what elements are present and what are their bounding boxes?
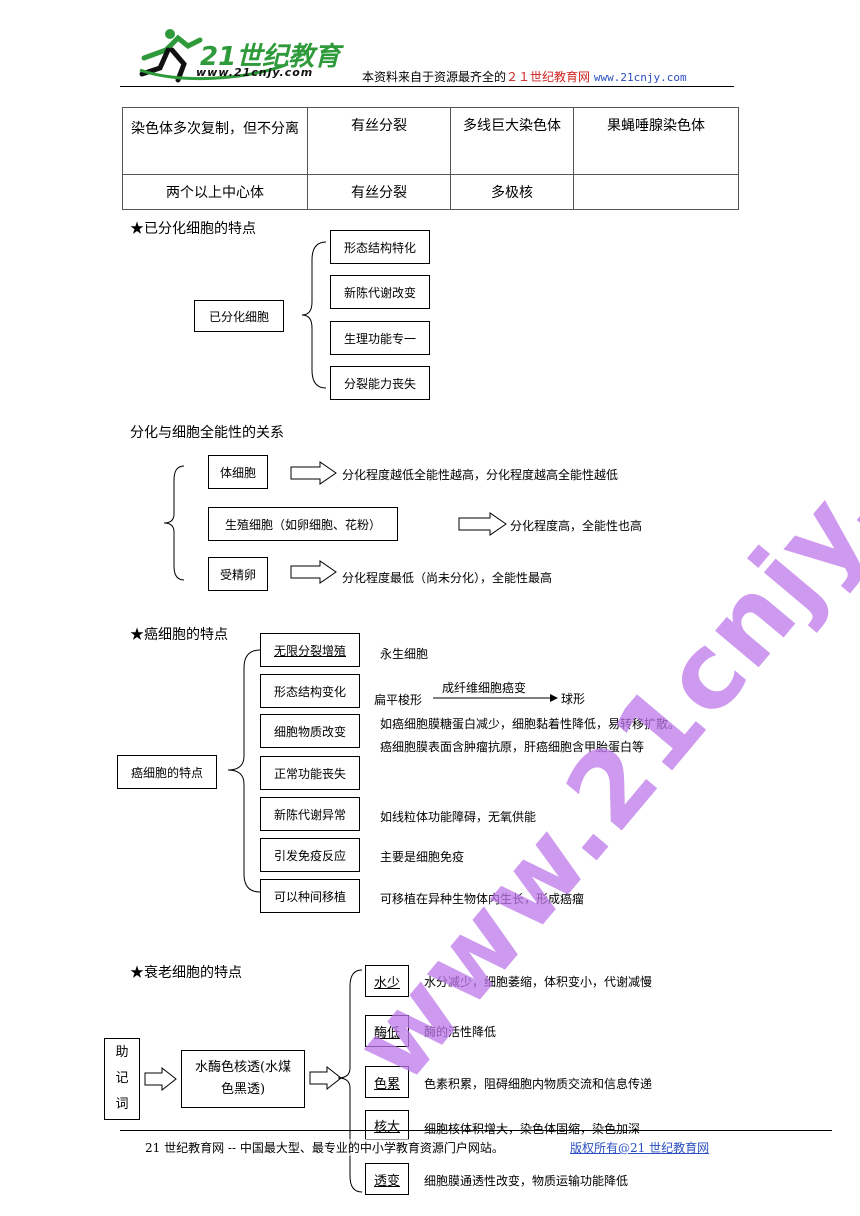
section2-text: 分化程度最低（尚未分化），全能性最高 bbox=[342, 571, 553, 585]
section1-root-box: 已分化细胞 bbox=[194, 300, 284, 332]
table-cell: 果蝇唾腺染色体 bbox=[573, 107, 739, 175]
section2-box: 体细胞 bbox=[208, 455, 268, 489]
shape-from: 扁平梭形 bbox=[374, 693, 423, 707]
logo-url: www.21cnjy.com bbox=[196, 66, 314, 79]
site-logo bbox=[138, 24, 338, 88]
table-cell: 染色体多次复制，但不分离 bbox=[122, 107, 308, 175]
table-cell: 有丝分裂 bbox=[307, 174, 451, 210]
section3-title: ★癌细胞的特点 bbox=[130, 627, 228, 643]
header-source-prefix: 本资料来自于资源最齐全的 bbox=[362, 70, 507, 84]
section1-title: ★已分化细胞的特点 bbox=[130, 221, 256, 237]
table-cell: 多极核 bbox=[450, 174, 574, 210]
mnemonic-label-char: 记 bbox=[115, 1071, 129, 1086]
aging-text: 酶的活性降低 bbox=[424, 1025, 497, 1039]
aging-key-box: 酶低 bbox=[365, 1015, 409, 1047]
section3-root-box: 癌细胞的特点 bbox=[117, 755, 217, 789]
section3-item-label: 无限分裂增殖 bbox=[273, 643, 346, 658]
header-rule bbox=[120, 86, 734, 87]
table-row: 染色体多次复制，但不分离 有丝分裂 多线巨大染色体 果蝇唾腺染色体 bbox=[122, 107, 739, 175]
section3-text: 可移植在异种生物体内生长，形成癌瘤 bbox=[380, 892, 585, 906]
section3-item-box: 正常功能丧失 bbox=[260, 756, 360, 790]
section1-item-box: 生理功能专一 bbox=[330, 321, 430, 355]
aging-text: 细胞核体积增大，染色体固缩，染色加深 bbox=[424, 1122, 641, 1136]
footer-copyright-link[interactable]: 版权所有@21 世纪教育网 bbox=[570, 1141, 710, 1155]
section1-brace bbox=[301, 241, 327, 389]
header-source: 本资料来自于资源最齐全的２１世纪教育网 www.21cnjy.com bbox=[362, 68, 687, 85]
aging-key-label: 核大 bbox=[373, 1119, 400, 1135]
section4-brace bbox=[337, 969, 363, 1193]
arrow-right-icon bbox=[144, 1067, 177, 1091]
arrow-right-icon bbox=[290, 560, 337, 584]
differentiation-table: 染色体多次复制，但不分离 有丝分裂 多线巨大染色体 果蝇唾腺染色体 两个以上中心… bbox=[122, 107, 739, 210]
section3-text: 主要是细胞免疫 bbox=[380, 850, 465, 864]
runner-logo-icon bbox=[139, 29, 289, 83]
section2-box: 受精卵 bbox=[208, 557, 268, 591]
section3-brace bbox=[227, 649, 261, 893]
shape-to: 球形 bbox=[561, 692, 586, 706]
section1-item-box: 分裂能力丧失 bbox=[330, 366, 430, 400]
section2-box: 生殖细胞（如卵细胞、花粉） bbox=[208, 507, 398, 541]
aging-key-box: 色累 bbox=[365, 1066, 409, 1098]
section2-text: 分化程度越低全能性越高，分化程度越高全能性越低 bbox=[342, 468, 619, 482]
section3-text: 永生细胞 bbox=[380, 647, 429, 661]
footer-left: 21 世纪教育网 -- 中国最大型、最专业的中小学教育资源门户网站。 bbox=[145, 1139, 504, 1156]
arrow-right-icon bbox=[309, 1066, 342, 1090]
aging-text: 水分减少，细胞萎缩，体积变小，代谢减慢 bbox=[424, 975, 653, 989]
aging-text: 细胞膜通透性改变，物质运输功能降低 bbox=[424, 1174, 629, 1188]
section2-title: 分化与细胞全能性的关系 bbox=[130, 425, 284, 441]
section3-text: 如线粒体功能障碍，无氧供能 bbox=[380, 810, 537, 824]
section4-title: ★衰老细胞的特点 bbox=[130, 965, 242, 981]
section3-item-box: 细胞物质改变 bbox=[260, 714, 360, 748]
header-source-url[interactable]: www.21cnjy.com bbox=[593, 71, 687, 84]
table-cell: 多线巨大染色体 bbox=[450, 107, 574, 175]
aging-key-label: 色累 bbox=[373, 1076, 400, 1092]
aging-key-box: 核大 bbox=[365, 1110, 409, 1140]
table-cell: 有丝分裂 bbox=[307, 107, 451, 175]
aging-key-box: 透变 bbox=[365, 1163, 409, 1195]
mnemonic-line: 色黑透) bbox=[220, 1082, 266, 1097]
mnemonic-label-char: 助 bbox=[115, 1045, 129, 1060]
section3-item-box: 可以种间移植 bbox=[260, 879, 360, 913]
mnemonic-line: 水酶色核透(水煤 bbox=[194, 1060, 292, 1075]
shape-arrow-label: 成纤维细胞癌变 bbox=[442, 681, 527, 695]
footer-rule bbox=[120, 1130, 832, 1131]
aging-key-label: 水少 bbox=[373, 975, 400, 991]
mnemonic-label-box: 助 记 词 bbox=[104, 1038, 140, 1120]
aging-key-box: 水少 bbox=[365, 965, 409, 997]
section3-item-box: 引发免疫反应 bbox=[260, 838, 360, 872]
section3-item-box: 形态结构变化 bbox=[260, 674, 360, 708]
aging-key-label: 酶低 bbox=[373, 1025, 400, 1041]
mnemonic-box: 水酶色核透(水煤 色黑透) bbox=[181, 1050, 305, 1108]
logo-title: 21世纪教育 bbox=[200, 42, 341, 72]
arrow-right-icon bbox=[433, 694, 558, 702]
arrow-right-icon bbox=[458, 512, 507, 536]
section3-item-box: 新陈代谢异常 bbox=[260, 797, 360, 831]
table-cell: 两个以上中心体 bbox=[122, 174, 308, 210]
section2-text: 分化程度高，全能性也高 bbox=[510, 519, 643, 533]
aging-text: 色素积累，阻碍细胞内物质交流和信息传递 bbox=[424, 1077, 653, 1091]
arrow-right-icon bbox=[290, 461, 337, 485]
table-row: 两个以上中心体 有丝分裂 多极核 bbox=[122, 174, 739, 210]
section3-text: 如癌细胞膜糖蛋白减少，细胞黏着性降低，易转移扩散。 bbox=[380, 717, 681, 731]
section2-brace bbox=[163, 465, 185, 581]
section3-text-extra: 癌细胞膜表面含肿瘤抗原，肝癌细胞含甲胎蛋白等 bbox=[380, 740, 645, 754]
section3-item-box: 无限分裂增殖 bbox=[260, 633, 360, 667]
table-cell bbox=[573, 174, 739, 210]
aging-key-label: 透变 bbox=[373, 1173, 400, 1189]
section1-item-box: 形态结构特化 bbox=[330, 230, 430, 264]
section1-item-box: 新陈代谢改变 bbox=[330, 275, 430, 309]
mnemonic-label-char: 词 bbox=[115, 1097, 129, 1112]
header-source-site[interactable]: ２１世纪教育网 bbox=[506, 70, 591, 84]
